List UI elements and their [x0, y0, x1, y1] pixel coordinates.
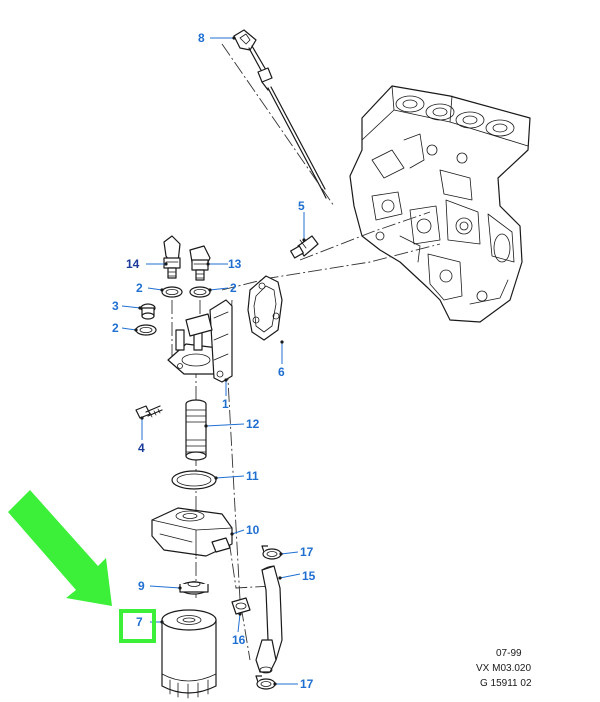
- bolt-4: [135, 405, 163, 419]
- callout-10: 10: [246, 523, 260, 537]
- o-ring-11: [171, 470, 217, 490]
- callout-14: 14: [126, 257, 140, 271]
- reference-block: 07-99 VX M03.020 G 15911 02: [476, 648, 532, 689]
- dipstick: [233, 29, 327, 199]
- callout-17b: 17: [300, 677, 314, 691]
- hose-clip-17b: [255, 675, 276, 690]
- sender-unit-13: [189, 245, 211, 281]
- callout-3: 3: [112, 299, 119, 313]
- seal-ring-2a: [161, 286, 183, 298]
- callout-11: 11: [246, 469, 259, 483]
- callout-17a: 17: [300, 545, 314, 559]
- callout-9: 9: [138, 579, 145, 593]
- seal-ring-2b: [189, 286, 211, 298]
- hose-clip-17a: [261, 545, 282, 560]
- callout-6: 6: [278, 365, 285, 379]
- threaded-adapter-12: [185, 399, 207, 461]
- callout-13: 13: [228, 257, 242, 271]
- callout-8: 8: [198, 31, 205, 45]
- highlight-box: [119, 609, 156, 643]
- callout-16: 16: [232, 633, 246, 647]
- callout-2c: 2: [112, 321, 119, 335]
- seal-ring-2c: [135, 324, 157, 336]
- callout-2a: 2: [136, 281, 143, 295]
- oil-filter-7: [161, 609, 217, 699]
- reference-figure: G 15911 02: [480, 678, 532, 689]
- hose-clip-16: [231, 597, 251, 615]
- gasket-6: [247, 275, 283, 341]
- plug-3: [140, 303, 156, 320]
- callout-4: 4: [138, 441, 145, 455]
- callout-5: 5: [298, 199, 305, 213]
- highlight-annotation: [8, 490, 156, 643]
- engine-block: [349, 85, 531, 323]
- callout-15: 15: [302, 569, 316, 583]
- reference-date: 07-99: [496, 648, 522, 659]
- callout-labels: 8 5 14 13 2 2 3 2 6 1 4 12 11 10 17 15 9…: [112, 31, 316, 691]
- filter-housing-1: [167, 299, 233, 383]
- callout-7: 7: [136, 615, 143, 629]
- oil-pressure-switch-5: [290, 235, 319, 259]
- callout-12: 12: [246, 417, 260, 431]
- hose-15: [255, 565, 283, 674]
- callout-leaders: [121, 36, 306, 686]
- nut-9: [179, 581, 209, 595]
- oil-cooler-10: [151, 507, 233, 557]
- highlight-arrow-icon: [8, 490, 112, 606]
- reference-code: VX M03.020: [476, 663, 531, 674]
- sender-unit-14: [163, 235, 181, 279]
- callout-2b: 2: [230, 281, 237, 295]
- callout-1: 1: [222, 397, 229, 411]
